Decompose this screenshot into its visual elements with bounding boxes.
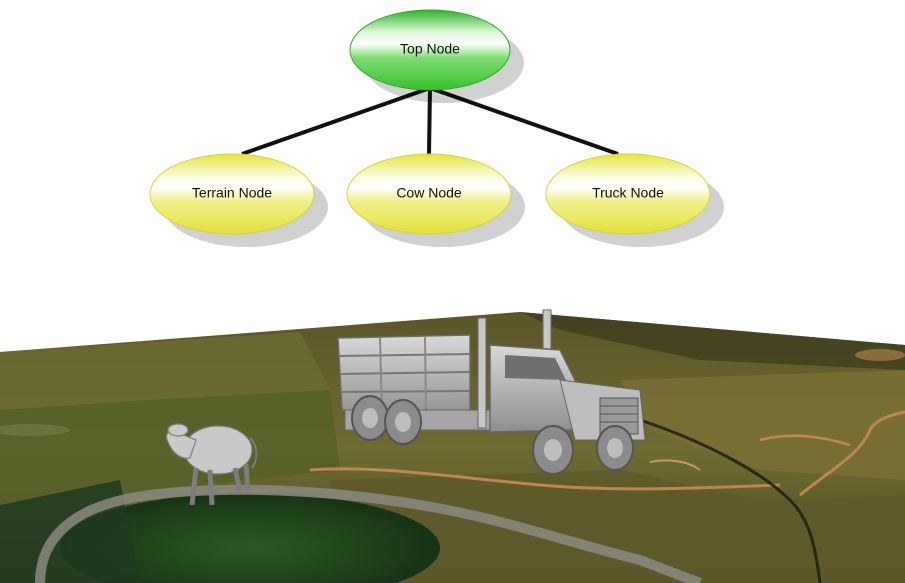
node-terrain[interactable]: Terrain Node (149, 153, 328, 247)
edge-top-cow (427, 87, 432, 155)
node-truck-label: Truck Node (592, 185, 664, 201)
graph-edges (241, 86, 619, 156)
edge-top-terrain (241, 86, 431, 156)
node-top[interactable]: Top Node (349, 9, 524, 103)
edge-top-truck (429, 86, 619, 156)
node-terrain-label: Terrain Node (192, 185, 272, 201)
node-truck[interactable]: Truck Node (545, 153, 724, 247)
truck-model (337, 309, 646, 475)
cow-model (165, 423, 258, 506)
node-cow[interactable]: Cow Node (346, 153, 525, 247)
node-cow-label: Cow Node (396, 185, 462, 201)
node-top-label: Top Node (400, 41, 460, 57)
terrain-model (0, 312, 905, 583)
